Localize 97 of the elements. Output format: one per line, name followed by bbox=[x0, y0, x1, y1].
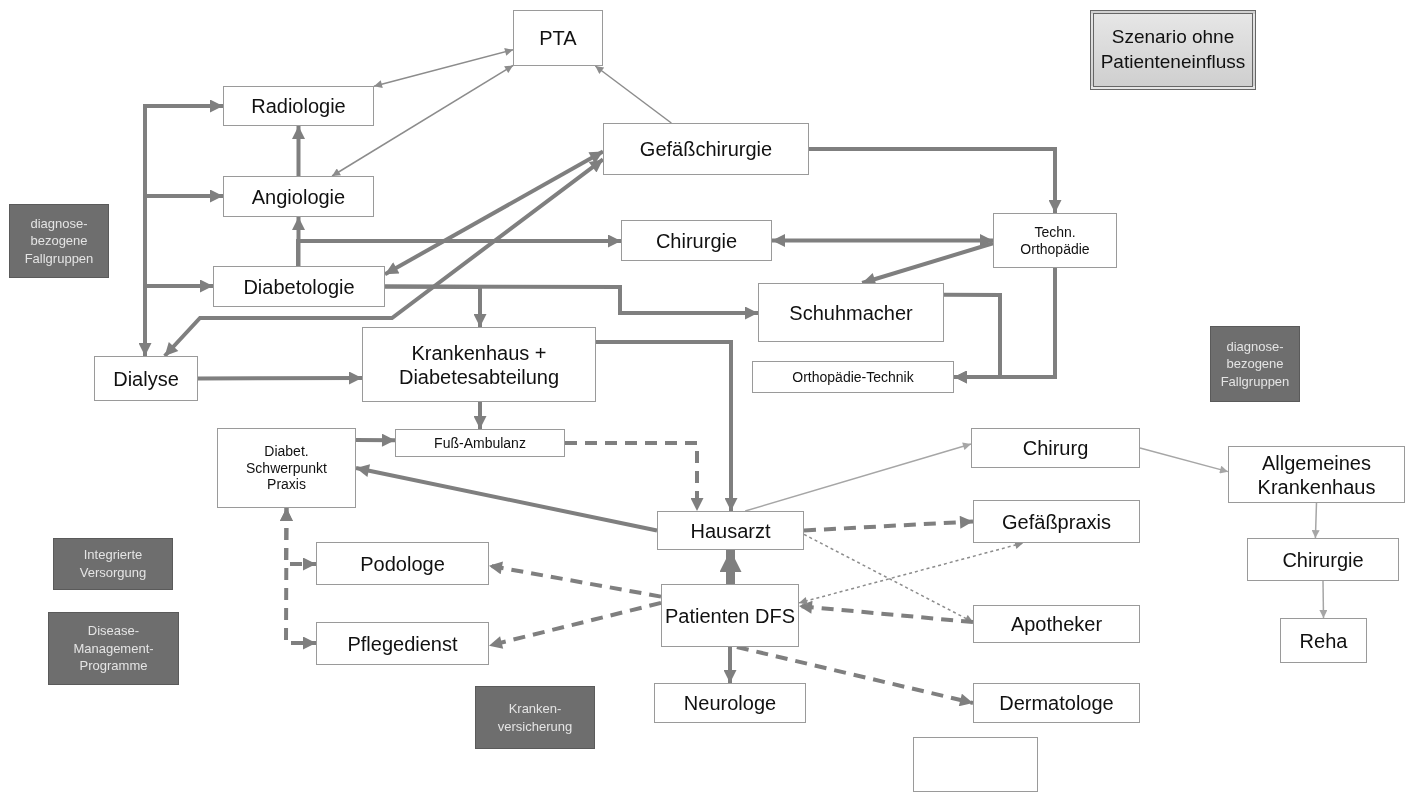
arrow bbox=[565, 441, 704, 511]
node-label: Techn. Orthopädie bbox=[1019, 223, 1091, 258]
node-label: Allgemeines Krankenhaus bbox=[1256, 450, 1377, 499]
node-label: Patienten DFS bbox=[664, 603, 796, 628]
node-label: diagnose-bezogene Fallgruppen bbox=[23, 214, 95, 268]
node-label: Integrierte Versorgung bbox=[78, 546, 148, 582]
process-box bbox=[1280, 618, 1367, 663]
arrow bbox=[1139, 447, 1229, 474]
arrow bbox=[798, 600, 974, 625]
process-box bbox=[223, 86, 374, 126]
arrow bbox=[331, 64, 514, 177]
process-box bbox=[362, 327, 596, 402]
node-label: Radiologie bbox=[251, 94, 346, 118]
process-box bbox=[603, 123, 809, 175]
arrow bbox=[385, 284, 758, 320]
process-box bbox=[1228, 446, 1405, 503]
arrow bbox=[292, 217, 305, 266]
process-box bbox=[993, 213, 1117, 268]
arrow bbox=[296, 234, 621, 266]
scenario-box bbox=[1090, 10, 1256, 90]
arrow bbox=[385, 284, 487, 327]
arrow bbox=[723, 647, 737, 683]
node-label: Apotheker bbox=[1010, 612, 1103, 636]
arrow bbox=[384, 149, 604, 276]
node-label: Diabet. Schwerpunkt Praxis bbox=[245, 442, 328, 494]
arrow bbox=[488, 600, 662, 649]
node-label: Fuß-Ambulanz bbox=[434, 434, 526, 452]
process-box bbox=[654, 683, 806, 723]
arrow bbox=[1319, 580, 1328, 619]
node-label: Neurologe bbox=[683, 691, 777, 715]
node-label: Gefäßpraxis bbox=[1002, 509, 1111, 534]
node-label: Angiologie bbox=[251, 184, 346, 209]
process-box bbox=[316, 622, 489, 665]
process-box bbox=[1247, 538, 1399, 581]
node-label: Disease-Management-Programme bbox=[72, 622, 155, 675]
arrow bbox=[198, 371, 362, 385]
category-box bbox=[9, 204, 109, 278]
process-box bbox=[223, 176, 374, 217]
node-label: Orthopädie-Technik bbox=[792, 368, 914, 386]
arrow bbox=[719, 550, 742, 584]
category-box bbox=[53, 538, 173, 590]
node-label: diagnose-bezogene Fallgruppen bbox=[1220, 337, 1290, 391]
process-box bbox=[973, 605, 1140, 643]
node-label: Pflegedienst bbox=[347, 631, 458, 656]
process-box bbox=[758, 283, 944, 342]
arrow bbox=[1311, 502, 1320, 539]
arrow bbox=[473, 402, 487, 429]
process-box bbox=[316, 542, 489, 585]
node-label: Dialyse bbox=[113, 366, 179, 391]
arrow bbox=[355, 464, 658, 533]
category-box bbox=[48, 612, 179, 685]
arrow bbox=[163, 157, 605, 358]
arrow bbox=[798, 541, 1024, 605]
arrow bbox=[803, 533, 974, 623]
arrow bbox=[488, 561, 662, 599]
node-label: Dermatologe bbox=[999, 691, 1114, 715]
process-box bbox=[213, 266, 385, 307]
category-box bbox=[475, 686, 595, 749]
arrow bbox=[594, 65, 673, 124]
node-label: Szenario ohne Patienteneinfluss bbox=[1099, 25, 1247, 74]
arrow bbox=[809, 147, 1062, 213]
arrow bbox=[596, 340, 738, 511]
process-box bbox=[513, 10, 603, 66]
arrow bbox=[744, 442, 972, 512]
node-label: Schuhmacher bbox=[789, 300, 913, 325]
process-box bbox=[621, 220, 772, 261]
arrow bbox=[356, 433, 395, 447]
node-label: Hausarzt bbox=[690, 518, 771, 543]
process-box bbox=[661, 584, 799, 647]
process-box bbox=[657, 511, 804, 550]
node-label: Kranken-versicherung bbox=[496, 699, 574, 736]
process-box bbox=[94, 356, 198, 401]
node-label: Diabetologie bbox=[243, 274, 355, 299]
category-box bbox=[1210, 326, 1300, 402]
arrow bbox=[373, 47, 514, 89]
arrow bbox=[279, 508, 316, 650]
arrow bbox=[772, 234, 993, 247]
node-label: Podologe bbox=[360, 551, 445, 576]
arrow bbox=[143, 189, 223, 230]
node-label: Reha bbox=[1299, 628, 1348, 653]
arrow bbox=[292, 126, 305, 176]
process-box bbox=[973, 500, 1140, 543]
process-box bbox=[752, 361, 954, 393]
process-box bbox=[971, 428, 1140, 468]
arrow bbox=[736, 645, 974, 707]
arrow bbox=[944, 292, 1002, 384]
node-label: PTA bbox=[539, 26, 577, 50]
node-label: Chirurgie bbox=[1282, 547, 1364, 572]
arrow bbox=[803, 515, 974, 533]
node-label: Chirurgie bbox=[655, 228, 738, 253]
process-box bbox=[973, 683, 1140, 723]
empty-box bbox=[913, 737, 1038, 792]
process-box bbox=[217, 428, 356, 508]
process-box bbox=[395, 429, 565, 457]
node-label: Gefäßchirurgie bbox=[639, 137, 773, 161]
node-label: Chirurg bbox=[1022, 436, 1089, 460]
node-label: Krankenhaus + Diabetesabteilung bbox=[397, 340, 561, 389]
